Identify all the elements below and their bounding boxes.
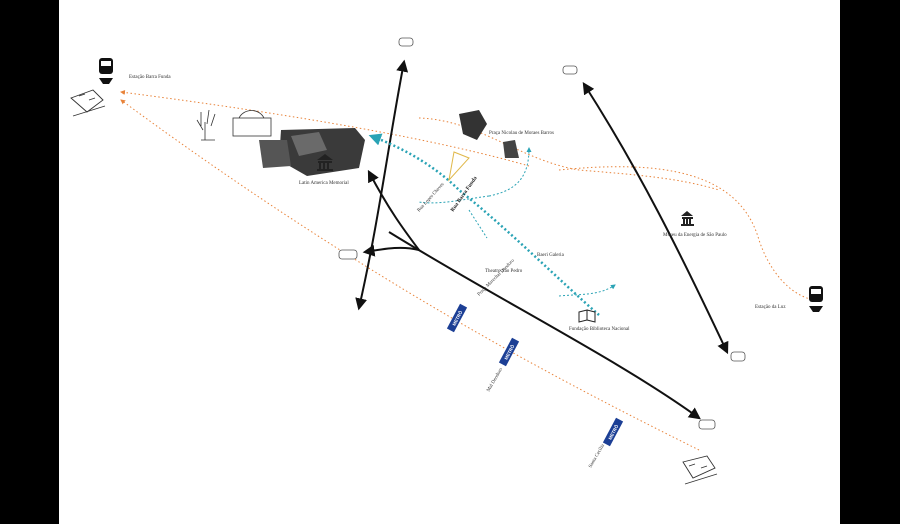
label-fundacao: Fundação Biblioteca Nacional — [569, 327, 630, 332]
label-rua-lopes-chaves: Rua Lopes Chaves — [417, 182, 446, 213]
label-latin-america-memorial: Latin America Memorial — [299, 181, 349, 186]
train-icon — [809, 286, 823, 312]
rail-routes — [120, 90, 815, 451]
train-icon — [99, 58, 113, 84]
label-praca-marechal: Praça Marechal Deodoro — [477, 258, 516, 297]
road-arrows — [355, 59, 729, 420]
label-praca-nicolau: Praça Nicolau de Moraes Barros — [489, 131, 554, 136]
building-blocks — [259, 110, 519, 176]
label-estacao-luz: Estação da Luz — [755, 305, 786, 310]
map-canvas: METRÔ METRÔ METRÔ Estação Barra Funda Pr… — [59, 0, 840, 524]
walking-route — [368, 133, 616, 316]
hand-sculpture-icon — [196, 109, 272, 141]
label-mal-deodoro: Mal Deodoro — [486, 367, 504, 393]
label-santa-cecilia: Santa Cecília — [588, 443, 606, 469]
book-icon — [578, 309, 596, 323]
car-icon — [338, 37, 746, 430]
museum-icon — [317, 154, 694, 226]
right-black-border — [840, 0, 900, 524]
label-teatro: Theatro São Pedro — [485, 269, 523, 274]
label-rua-barra-funda: Rua Barra Funda — [450, 175, 479, 213]
label-baeri-galeria: Baeri Galeria — [537, 253, 565, 258]
left-black-border — [0, 0, 59, 524]
label-museu-energia: Museu da Energia de São Paulo — [663, 233, 727, 238]
label-estacao-barra-funda: Estação Barra Funda — [129, 75, 171, 80]
train-car-icon — [70, 89, 718, 485]
metro-badge-icon: METRÔ METRÔ METRÔ — [446, 303, 624, 447]
